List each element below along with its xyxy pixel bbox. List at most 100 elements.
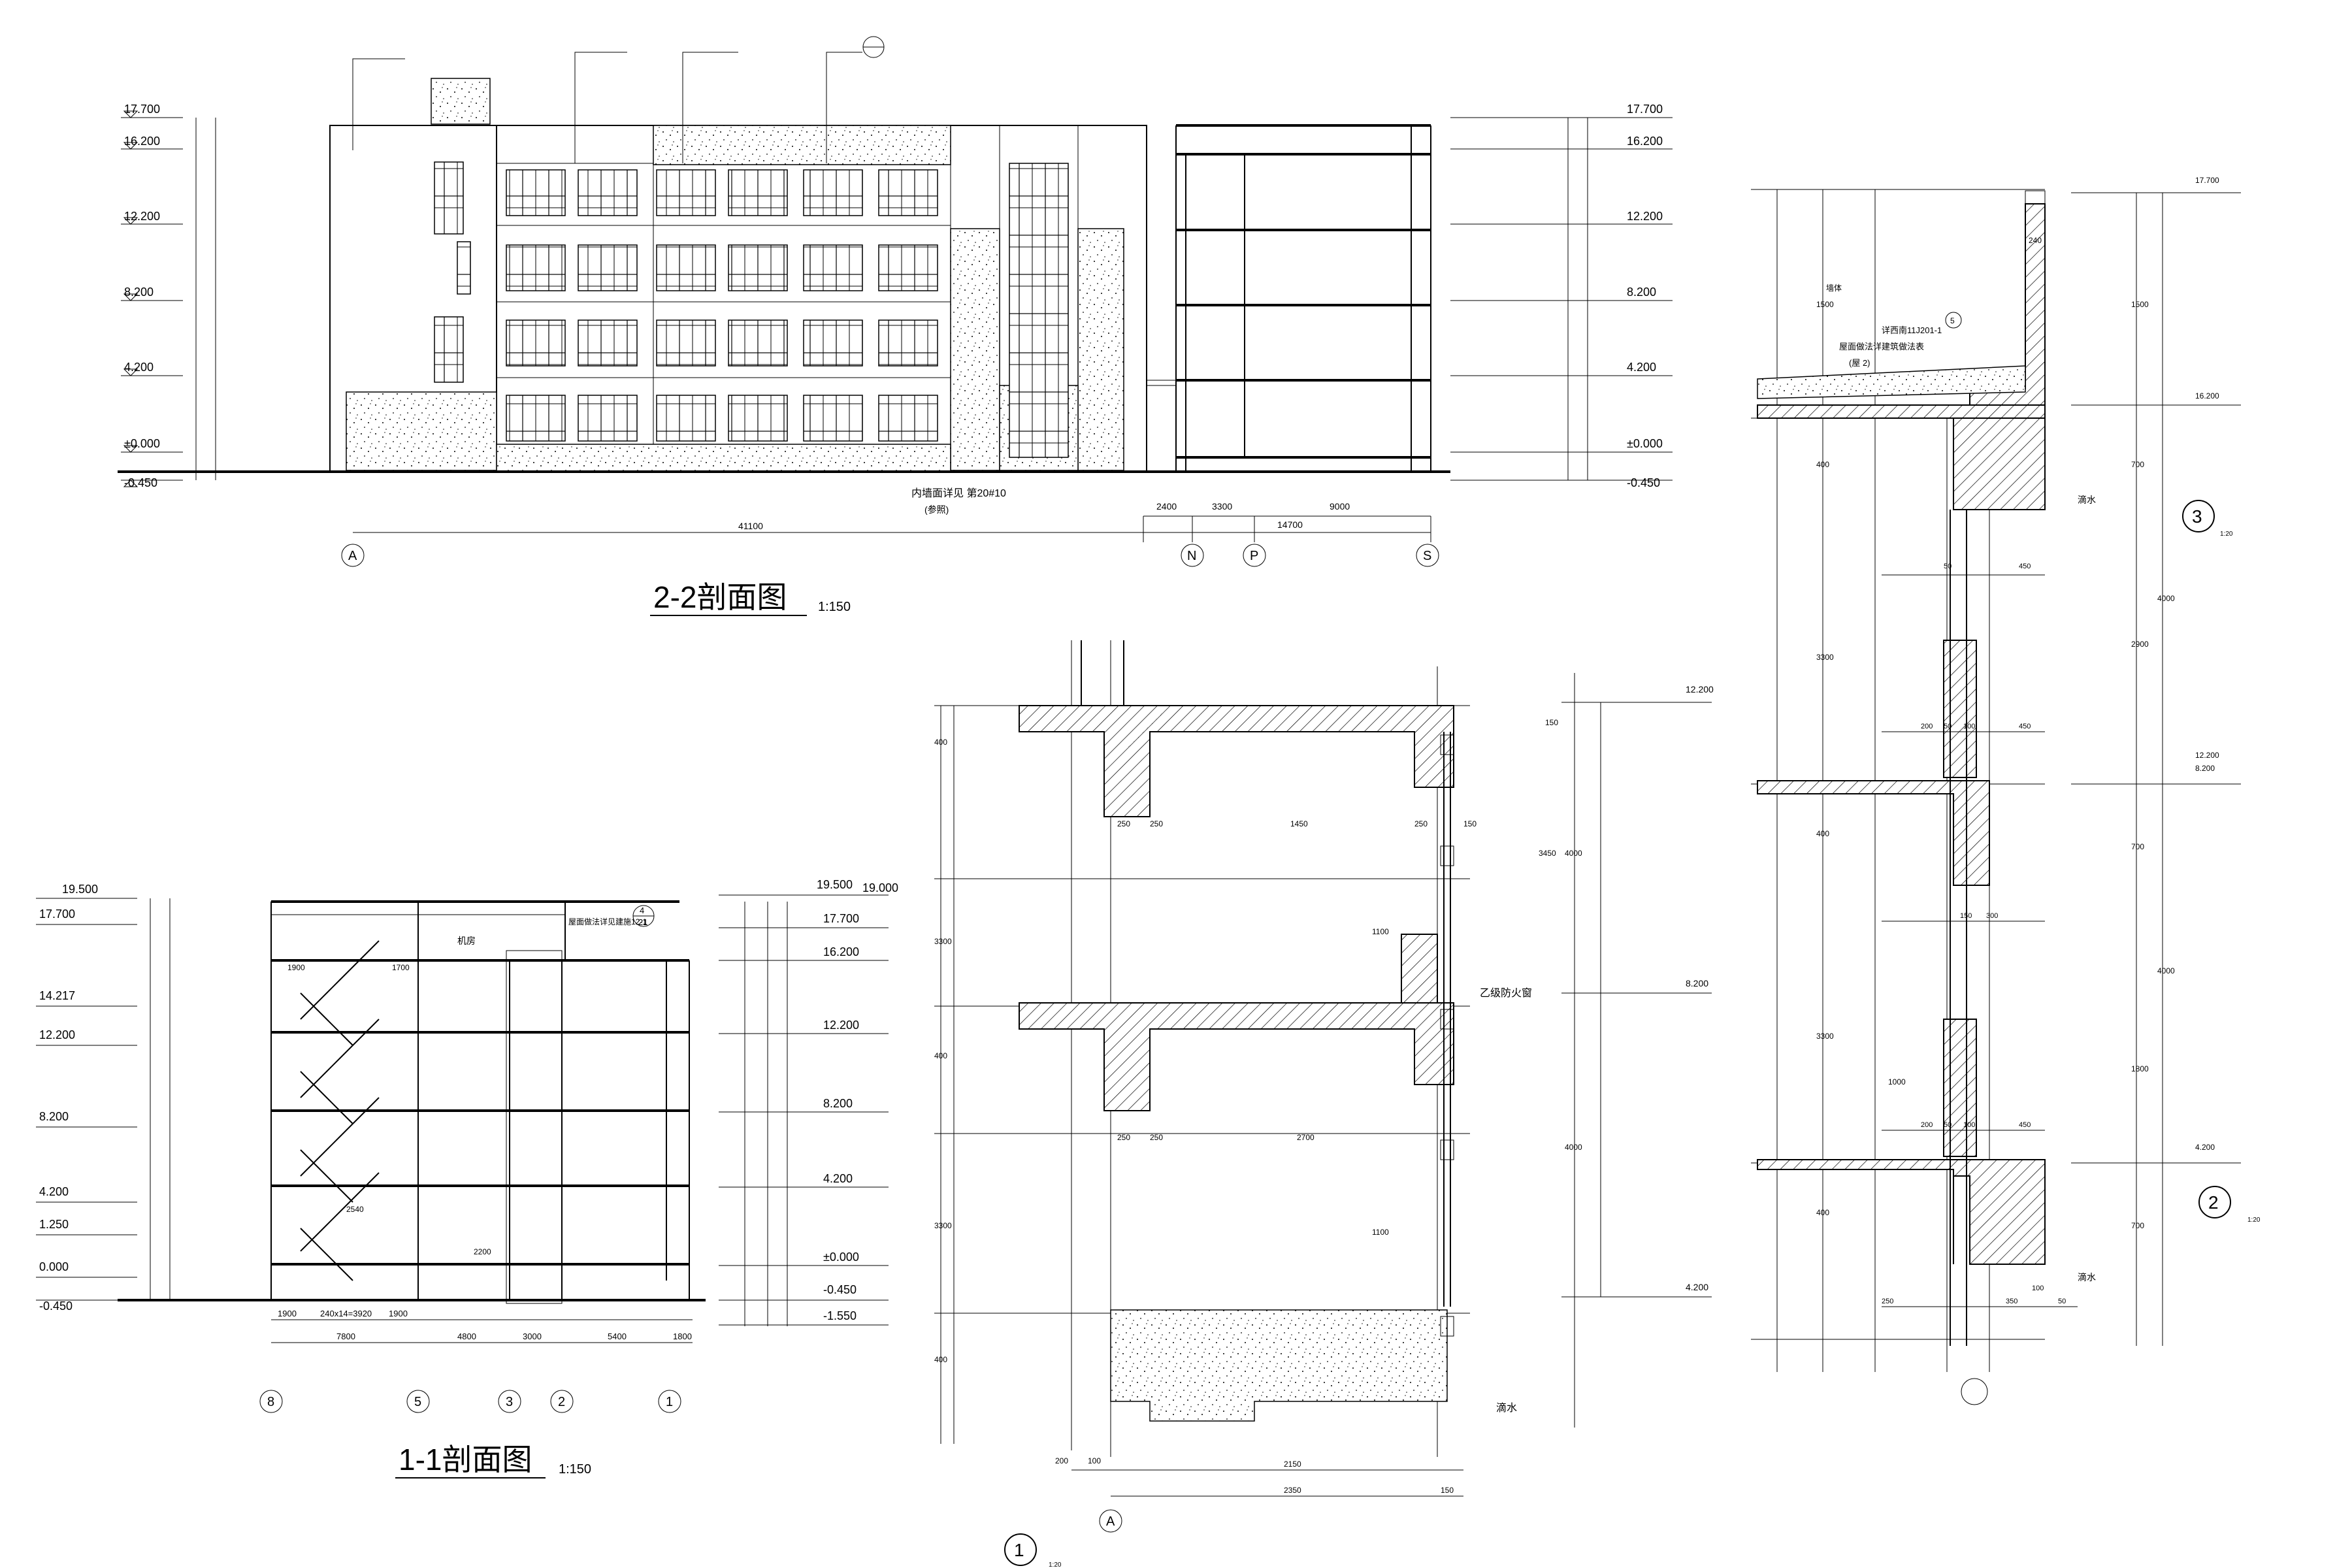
axis-bubble	[1416, 544, 1439, 567]
dim-label: 250	[1117, 1133, 1130, 1142]
cladding-column	[950, 228, 1000, 471]
section-2-2-title: 2-2剖面图	[653, 580, 787, 614]
door-dim: 2200	[474, 1247, 491, 1256]
dim-label: 150	[1960, 912, 1972, 920]
building-elevation-2-2	[118, 36, 1450, 473]
column-seg	[1943, 1019, 1977, 1157]
section-2-2-scale: 1:150	[818, 600, 851, 614]
detail-2-label: 2	[2208, 1192, 2219, 1213]
elev-label: -0.450	[124, 476, 157, 489]
cladding-column	[1077, 228, 1124, 471]
dim-label: 3300	[934, 937, 952, 946]
elev-label: 17.700	[2195, 176, 2219, 185]
detail-1-scale: 1:20	[1049, 1561, 1062, 1568]
dim-label: 200	[1921, 1121, 1933, 1129]
dim-label: 400	[934, 738, 947, 747]
column-seg	[1943, 640, 1977, 778]
elev-label: 0.000	[39, 1260, 69, 1273]
elev-label: 8.200	[2195, 764, 2215, 773]
elev-label: 8.200	[39, 1110, 69, 1123]
detail-1-label: 1	[1014, 1540, 1024, 1560]
dim-label: 350	[2006, 1298, 2017, 1305]
window-grid	[434, 161, 1069, 458]
dim-label: 4000	[1565, 849, 1582, 858]
detail-3-scale: 1:20	[2220, 531, 2233, 538]
elev-label: 12.200	[1686, 684, 1714, 694]
window-height: 1000	[1888, 1077, 1906, 1086]
dim-label: 41100	[738, 521, 763, 531]
dim-label: 4800	[457, 1331, 476, 1341]
edge-beam	[1953, 417, 2046, 510]
elev-label: ±0.000	[1627, 437, 1663, 450]
dim-label: 100	[1963, 1121, 1975, 1129]
dim-label: 2400	[1156, 501, 1177, 512]
elev-label: 17.700	[124, 103, 160, 116]
room-label: 机房	[457, 936, 476, 946]
elev-label: 1.250	[39, 1218, 69, 1231]
axis-label: 8	[267, 1395, 274, 1409]
elev-label: 19.500	[817, 878, 853, 891]
dim-label: 200	[1055, 1456, 1068, 1465]
elev-label: 12.200	[124, 210, 160, 223]
dim-label: 250	[1150, 1133, 1163, 1142]
dim-label: 3300	[934, 1221, 952, 1230]
dim-label: 4000	[2157, 966, 2175, 975]
dim-label: 150	[1441, 1486, 1454, 1495]
cut-section-right	[1146, 124, 1431, 470]
dim-label: 3300	[1816, 653, 1834, 662]
dim-label: 450	[2019, 723, 2031, 730]
elev-label: 4.200	[823, 1172, 853, 1185]
ref-mark: 4	[640, 906, 644, 915]
dim-label: 100	[2032, 1284, 2044, 1292]
elev-label: -0.450	[1627, 476, 1660, 489]
dim-label: 2350	[1284, 1486, 1301, 1495]
ref-note: 屋面做法详见建施12-1	[568, 917, 647, 926]
ref-mark: 5	[1950, 316, 1955, 325]
elev-label: ±0.000	[124, 437, 160, 450]
elev-label: 14.217	[39, 989, 75, 1002]
dim-label: 250	[1882, 1298, 1893, 1305]
axis-label: P	[1250, 549, 1258, 563]
dim-label: 2150	[1284, 1460, 1301, 1469]
note-label: (参照)	[924, 504, 949, 515]
elev-label: 19.500	[62, 883, 98, 896]
elev-label: 12.200	[1627, 210, 1663, 223]
elev-label: 8.200	[1627, 286, 1656, 299]
dim-label: 1500	[1816, 300, 1834, 309]
ref-dim: 240	[2029, 236, 2042, 245]
note-drip-3: 滴水	[2078, 495, 2096, 505]
axis-label: 1	[666, 1395, 673, 1409]
elev-label: 19.000	[862, 881, 898, 894]
dim-label: 50	[1944, 723, 1952, 730]
slab-12200	[1019, 705, 1454, 817]
elev-label: 17.700	[823, 912, 859, 925]
axis-label: A	[348, 549, 357, 563]
dim-label: 1800	[2131, 1064, 2149, 1073]
elev-label: -0.450	[823, 1283, 857, 1296]
slab-8200	[1019, 1002, 1454, 1111]
note-drip-2: 滴水	[2078, 1272, 2096, 1282]
axis-bubble	[1243, 544, 1266, 567]
base-band	[496, 444, 951, 472]
elev-label: 12.200	[2195, 751, 2219, 760]
elev-label: 4.200	[2195, 1143, 2215, 1152]
axis-label: A	[1106, 1514, 1115, 1529]
dim-label: 3300	[1212, 501, 1232, 512]
detail-2-scale: 1:20	[2247, 1217, 2261, 1224]
stair-dim: 1900	[287, 963, 305, 972]
detail-3-label: 3	[2192, 506, 2202, 527]
stair-dim: 1700	[392, 963, 410, 972]
dim-label: 700	[2131, 460, 2144, 469]
elev-label: 16.200	[1627, 135, 1663, 148]
dim-label: 2900	[2131, 640, 2149, 649]
ref-sheet: 21	[638, 917, 647, 927]
note-label: 内墙面详见 第20#10	[911, 487, 1006, 499]
note-drip: 滴水	[1496, 1402, 1517, 1414]
dim-label: 200	[1921, 723, 1933, 730]
elev-label: 17.700	[39, 907, 75, 921]
dim-label: 1100	[1372, 1228, 1389, 1237]
cladding-band	[653, 125, 951, 165]
base-cladding	[346, 391, 497, 471]
dim-label: 150	[1463, 819, 1477, 828]
